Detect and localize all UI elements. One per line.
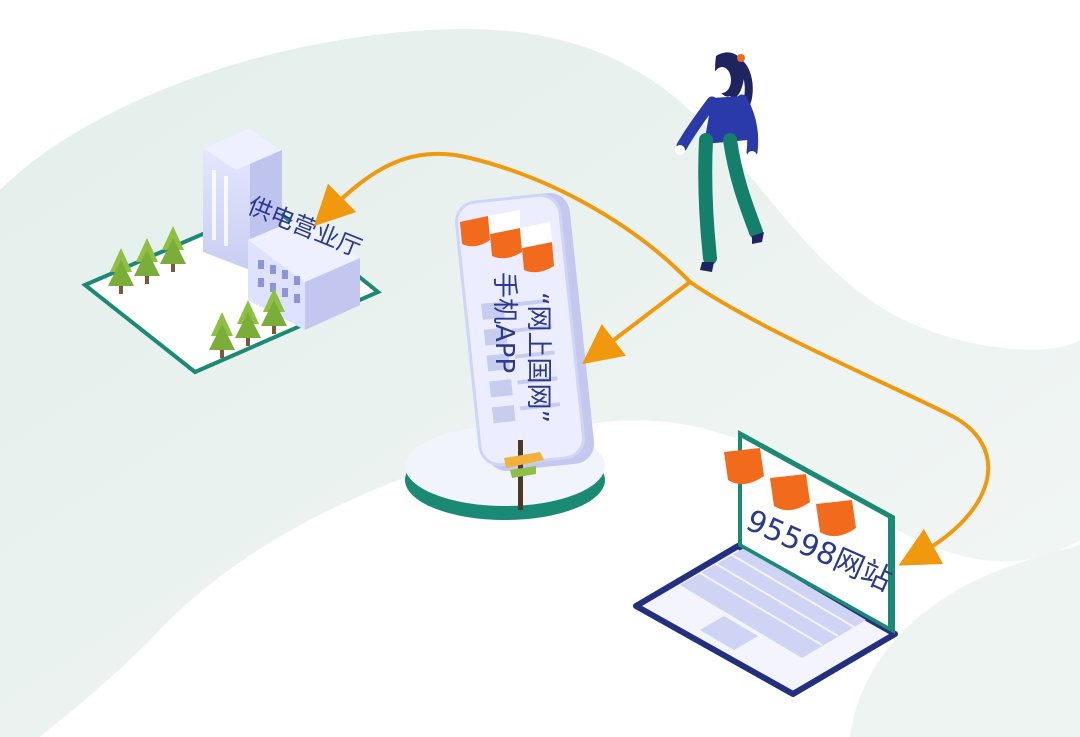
background-blob-right [850, 545, 1080, 737]
woman-figure-icon [675, 52, 764, 272]
tree-icon [209, 312, 235, 358]
trackpad [700, 616, 758, 650]
connection-paths [313, 151, 991, 566]
mobile-app-group: 手机APP “网上国网” [405, 193, 605, 520]
tree-icon [134, 238, 160, 284]
app-label-b: “网上国网” [523, 292, 553, 423]
awning-icon [460, 210, 554, 273]
tree-icon [235, 300, 261, 346]
path-to-website [688, 280, 991, 566]
app-label-a: 手机APP [489, 272, 519, 373]
tree-icon [261, 288, 287, 334]
path-to-mobile-app [582, 280, 692, 365]
tree-icon [108, 248, 134, 294]
tree-icon [160, 226, 186, 272]
signpost-icon [504, 440, 544, 510]
service-hall-group: 供电营业厅 [81, 128, 382, 375]
path-to-service-hall [313, 151, 692, 284]
website-group: 95598网站 [633, 430, 898, 697]
keyboard-icon [680, 548, 866, 658]
awning-icon [724, 448, 856, 537]
